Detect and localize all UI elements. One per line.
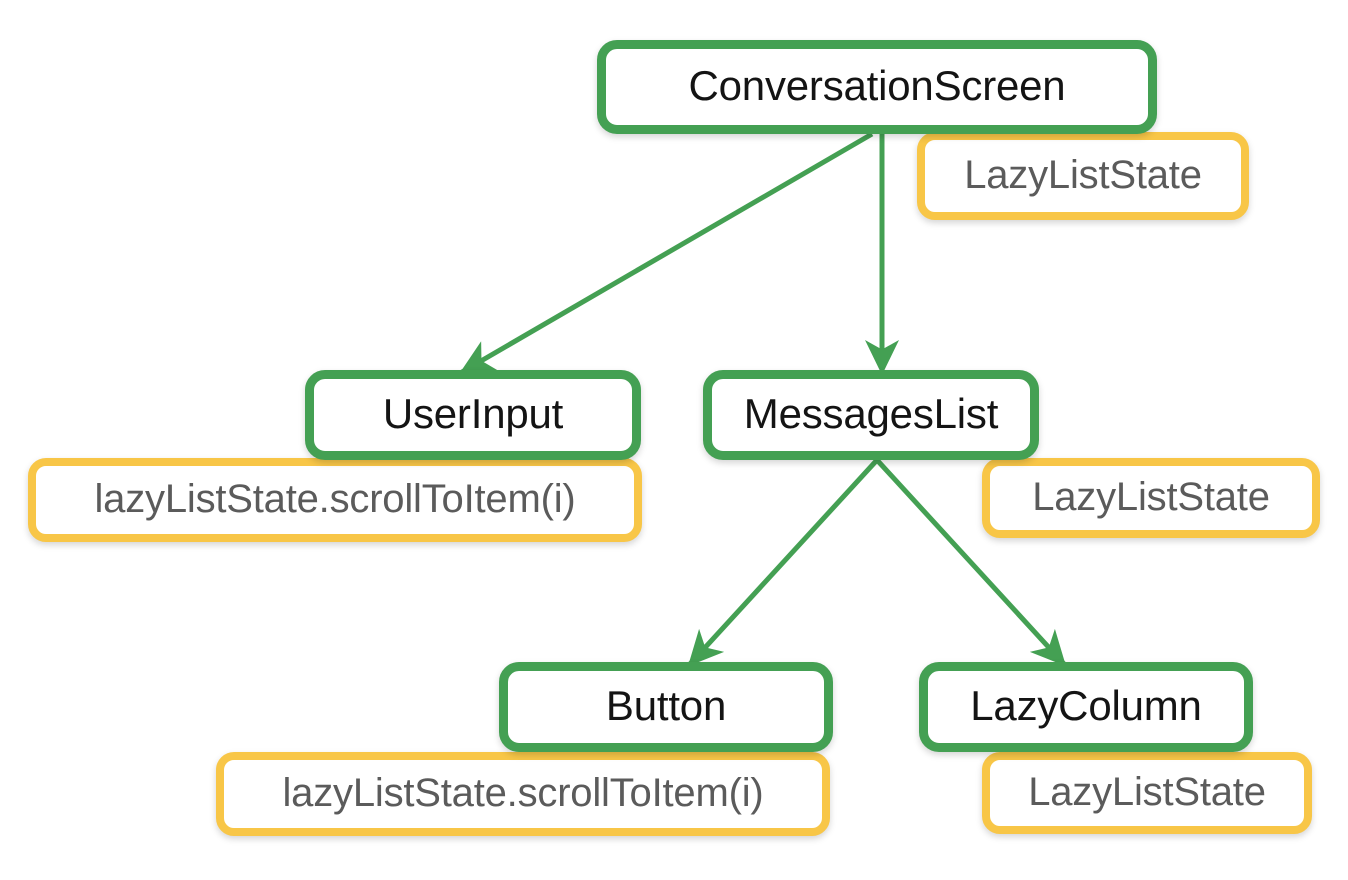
node-lazy-list-state-messages[interactable]: LazyListState: [982, 458, 1320, 538]
node-label: lazyListState.scrollToItem(i): [94, 476, 576, 521]
node-label: LazyListState: [964, 152, 1202, 197]
node-label: MessagesList: [743, 389, 999, 437]
node-label: UserInput: [382, 389, 564, 437]
node-label: Button: [605, 681, 727, 729]
node-lazy-list-state-column[interactable]: LazyListState: [982, 752, 1312, 834]
node-lazy-column[interactable]: LazyColumn: [919, 662, 1253, 752]
node-button[interactable]: Button: [499, 662, 833, 752]
node-user-input[interactable]: UserInput: [305, 370, 641, 460]
node-conversation-screen[interactable]: ConversationScreen: [597, 40, 1157, 134]
node-lazy-list-state-root[interactable]: LazyListState: [917, 132, 1249, 220]
node-label: ConversationScreen: [688, 61, 1066, 109]
node-label: LazyListState: [1028, 769, 1266, 814]
edge-messageslist-to-button: [687, 458, 879, 667]
node-scroll-to-item-user-input[interactable]: lazyListState.scrollToItem(i): [28, 458, 642, 542]
node-scroll-to-item-button[interactable]: lazyListState.scrollToItem(i): [216, 752, 830, 836]
node-messages-list[interactable]: MessagesList: [703, 370, 1039, 460]
node-label: lazyListState.scrollToItem(i): [282, 770, 764, 815]
edge-conversation-to-userinput: [459, 131, 874, 375]
node-label: LazyListState: [1032, 474, 1270, 519]
node-label: LazyColumn: [970, 681, 1202, 729]
